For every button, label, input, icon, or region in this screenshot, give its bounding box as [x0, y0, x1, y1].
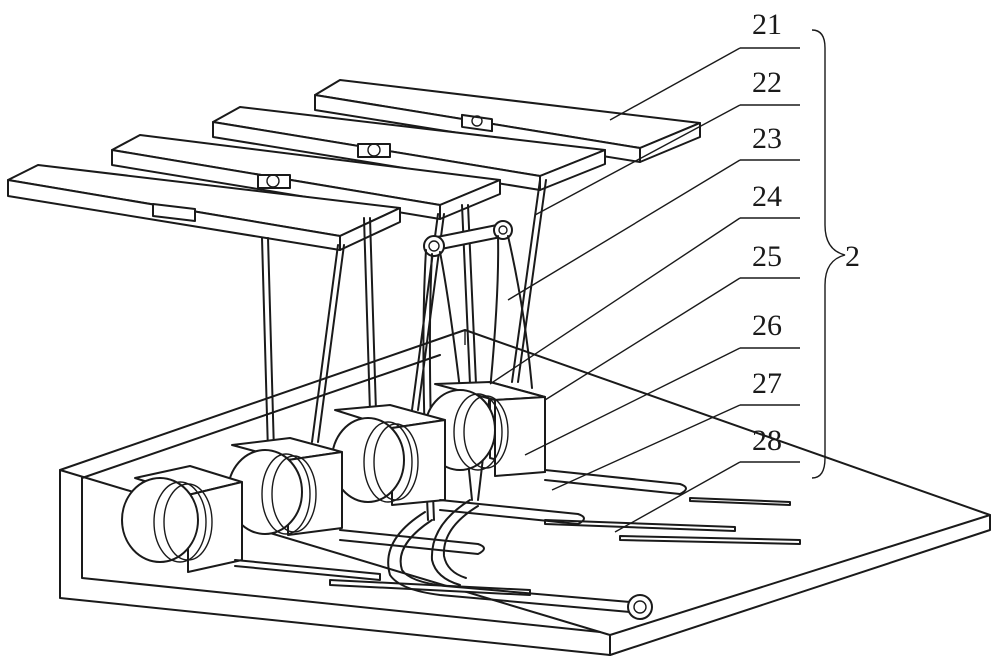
group-label: 2 [845, 240, 860, 273]
callout-21: 21 [752, 8, 782, 41]
motor-unit-3 [331, 404, 446, 506]
motor-unit-1 [121, 465, 243, 573]
callout-23: 23 [752, 122, 782, 155]
leader-lines [489, 47, 800, 533]
curved-hook-arm [387, 499, 653, 620]
pulley-shaft [423, 220, 513, 257]
callout-28: 28 [752, 424, 782, 457]
callout-26: 26 [752, 309, 782, 342]
group-brace [811, 29, 846, 479]
motor-unit-2 [227, 437, 343, 536]
sliding-arms [234, 469, 687, 581]
motor-unit-4 [424, 381, 546, 477]
callout-24: 24 [752, 180, 782, 213]
guide-slots [329, 497, 801, 596]
top-beam-2 [111, 134, 501, 220]
top-beam-3 [212, 106, 606, 191]
callout-22: 22 [752, 66, 782, 99]
callout-25: 25 [752, 240, 782, 273]
callout-27: 27 [752, 367, 782, 400]
